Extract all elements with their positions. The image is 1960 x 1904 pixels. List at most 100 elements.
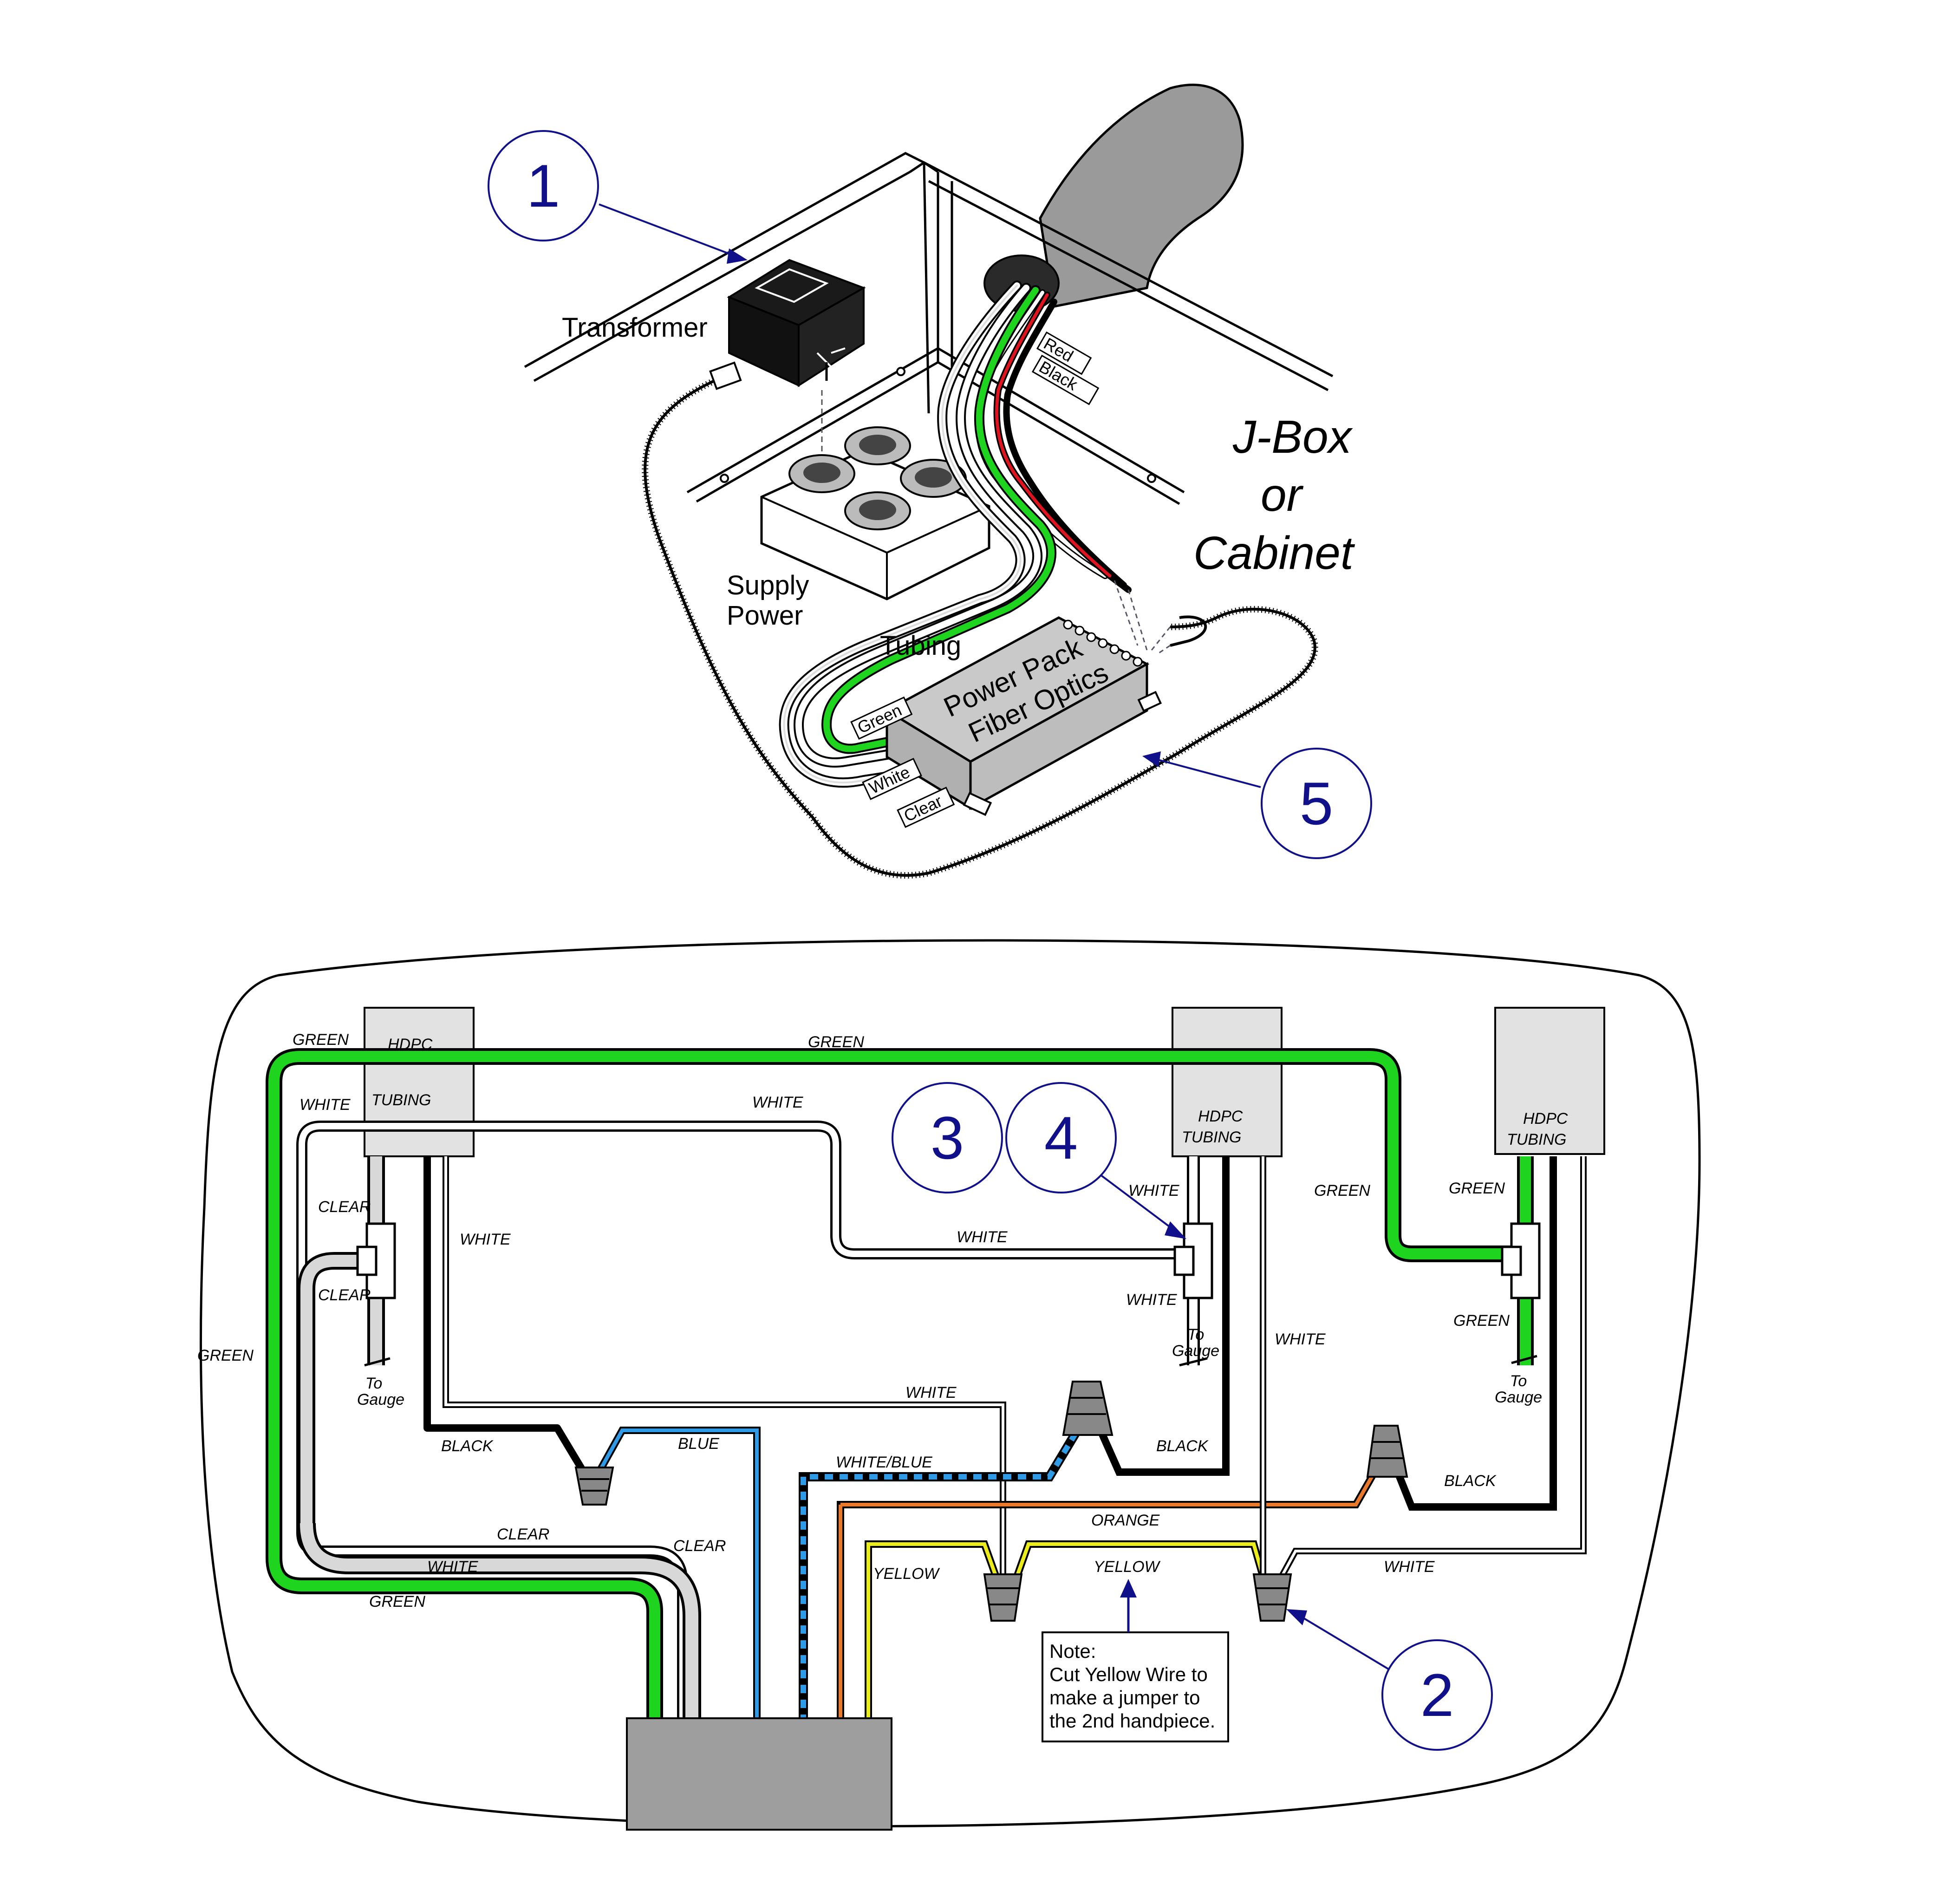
tag-white-text: White [866,762,913,797]
to-gauge-mid-2: Gauge [1172,1342,1219,1360]
transformer-label: Transformer [562,313,708,343]
hdpc-left-line2: TUBING [371,1091,431,1109]
supply-power-outlet [760,426,990,600]
label-white-blue: WHITE/BLUE [836,1454,932,1471]
label-green-top: GREEN [808,1033,864,1051]
callout-2-number: 2 [1420,1661,1454,1729]
label-clear-2: CLEAR [318,1286,371,1304]
wire-nut-whiteblue-black [1062,1381,1113,1436]
black-wire-right [1394,1156,1557,1511]
label-white-right-bot: WHITE [1384,1558,1435,1576]
hdpc-right-line1: HDPC [1523,1110,1568,1128]
jbox-label-line3: Cabinet [1193,527,1355,579]
label-white-left-vert: WHITE [460,1231,511,1248]
console-outline [200,939,1701,1827]
tag-white: White [862,757,922,800]
label-green-left-vert: GREEN [197,1347,254,1364]
callout-3: 3 [892,1082,1003,1193]
to-gauge-left-1: To [365,1375,383,1392]
label-yellow-left: YELLOW [873,1565,940,1583]
callout-5: 5 [1142,748,1372,859]
hdpc-right-line2: TUBING [1507,1131,1566,1148]
orange-wire [837,1470,1378,1723]
wire-nut-yellow-white [983,1573,1023,1622]
label-white-mid-vert: WHITE [1275,1330,1326,1348]
tee-fitting-mid [1173,1222,1213,1367]
hdpc-tubing-mid: HDPC TUBING [1172,1007,1283,1157]
label-white-bottom: WHITE [427,1558,478,1576]
note-line3: make a jumper to [1049,1687,1200,1708]
note-line4: the 2nd handpiece. [1049,1710,1215,1732]
label-green-top-left: GREEN [293,1031,349,1049]
to-gauge-left-2: Gauge [357,1391,404,1408]
wire-nut-orange-black [1366,1425,1408,1478]
label-clear-bottom-2: CLEAR [673,1537,726,1555]
label-clear-bottom: CLEAR [497,1526,549,1543]
transformer [709,259,866,390]
white-wire-right [1278,1156,1587,1578]
hdpc-mid-line1: HDPC [1198,1108,1243,1125]
note-line1: Note: [1049,1640,1096,1662]
label-blue: BLUE [678,1435,719,1453]
label-green-bottom: GREEN [369,1593,425,1611]
wire-nuts [574,1381,1408,1622]
cabinet-walls [524,152,1334,505]
yellow-wire [865,1540,1267,1723]
label-green-mid: GREEN [1314,1182,1370,1200]
console-section: HDPC TUBING HDPC TUBING HDPC TUBING [197,939,1701,1831]
black-wire-left [423,1156,588,1477]
to-gauge-mid-1: To [1187,1326,1205,1343]
supply-label-line2: Power [727,600,803,631]
conduit-pipe [1039,84,1244,308]
jbox-section: Red Black Green White Clear Transformer … [524,84,1355,879]
jbox-label-line2: or [1261,469,1304,521]
callout-5-number: 5 [1300,769,1333,837]
tubing-label: Tubing [880,631,961,661]
tubing-bundle [779,280,1056,788]
to-gauge-right-2: Gauge [1495,1389,1542,1406]
label-white-mid-bot: WHITE [1126,1291,1177,1309]
callout-1-number: 1 [527,152,560,220]
white-wire-left-thin [443,1156,1006,1579]
callout-4-number: 4 [1044,1104,1078,1172]
note-line2: Cut Yellow Wire to [1049,1663,1208,1685]
hdpc-tubing-right: HDPC TUBING [1494,1007,1605,1155]
white-blue-wire [799,1428,1081,1723]
hdpc-tubing-left: HDPC TUBING [364,1007,475,1157]
tee-fitting-right [1501,1222,1541,1364]
to-gauge-right-1: To [1510,1372,1527,1390]
callout-3-number: 3 [931,1104,964,1172]
wire-nut-yellow-white-2 [1252,1573,1292,1622]
white-wire-left-loop [296,1121,1189,1723]
supply-label-line1: Supply [727,570,809,600]
label-white-top: WHITE [752,1094,803,1111]
callout-2: 2 [1286,1609,1493,1751]
label-white-horiz: WHITE [957,1228,1008,1246]
label-white-mid-top: WHITE [1128,1182,1179,1200]
black-wire-mid [1097,1156,1230,1476]
label-black-mid: BLACK [1156,1437,1209,1455]
label-clear-1: CLEAR [318,1198,371,1216]
label-white-top-left: WHITE [300,1096,351,1114]
callout-1: 1 [488,130,748,264]
blue-wire [596,1427,761,1723]
label-orange: ORANGE [1091,1512,1160,1529]
label-white-horiz-lower: WHITE [905,1384,957,1402]
label-black-left: BLACK [441,1437,494,1455]
label-green-right-top: GREEN [1449,1180,1505,1197]
label-green-right-bot: GREEN [1453,1312,1510,1330]
jbox-label-line1: J-Box [1232,411,1353,463]
wire-labels: GREEN GREEN WHITE WHITE CLEAR CLEAR WHIT… [197,1031,1510,1611]
power-pack-box [884,616,1162,816]
clear-outer-band [297,1523,701,1723]
label-yellow-mid: YELLOW [1094,1558,1161,1576]
wire-nut-blue-black [574,1467,614,1506]
label-black-right: BLACK [1444,1472,1497,1490]
hdpc-mid-line2: TUBING [1182,1128,1241,1146]
note-box: Note: Cut Yellow Wire to make a jumper t… [1042,1631,1229,1742]
tag-clear: Clear [897,787,955,828]
tag-clear-text: Clear [901,791,945,826]
callout-4: 4 [1005,1082,1186,1239]
tee-fitting-left [356,1222,396,1367]
